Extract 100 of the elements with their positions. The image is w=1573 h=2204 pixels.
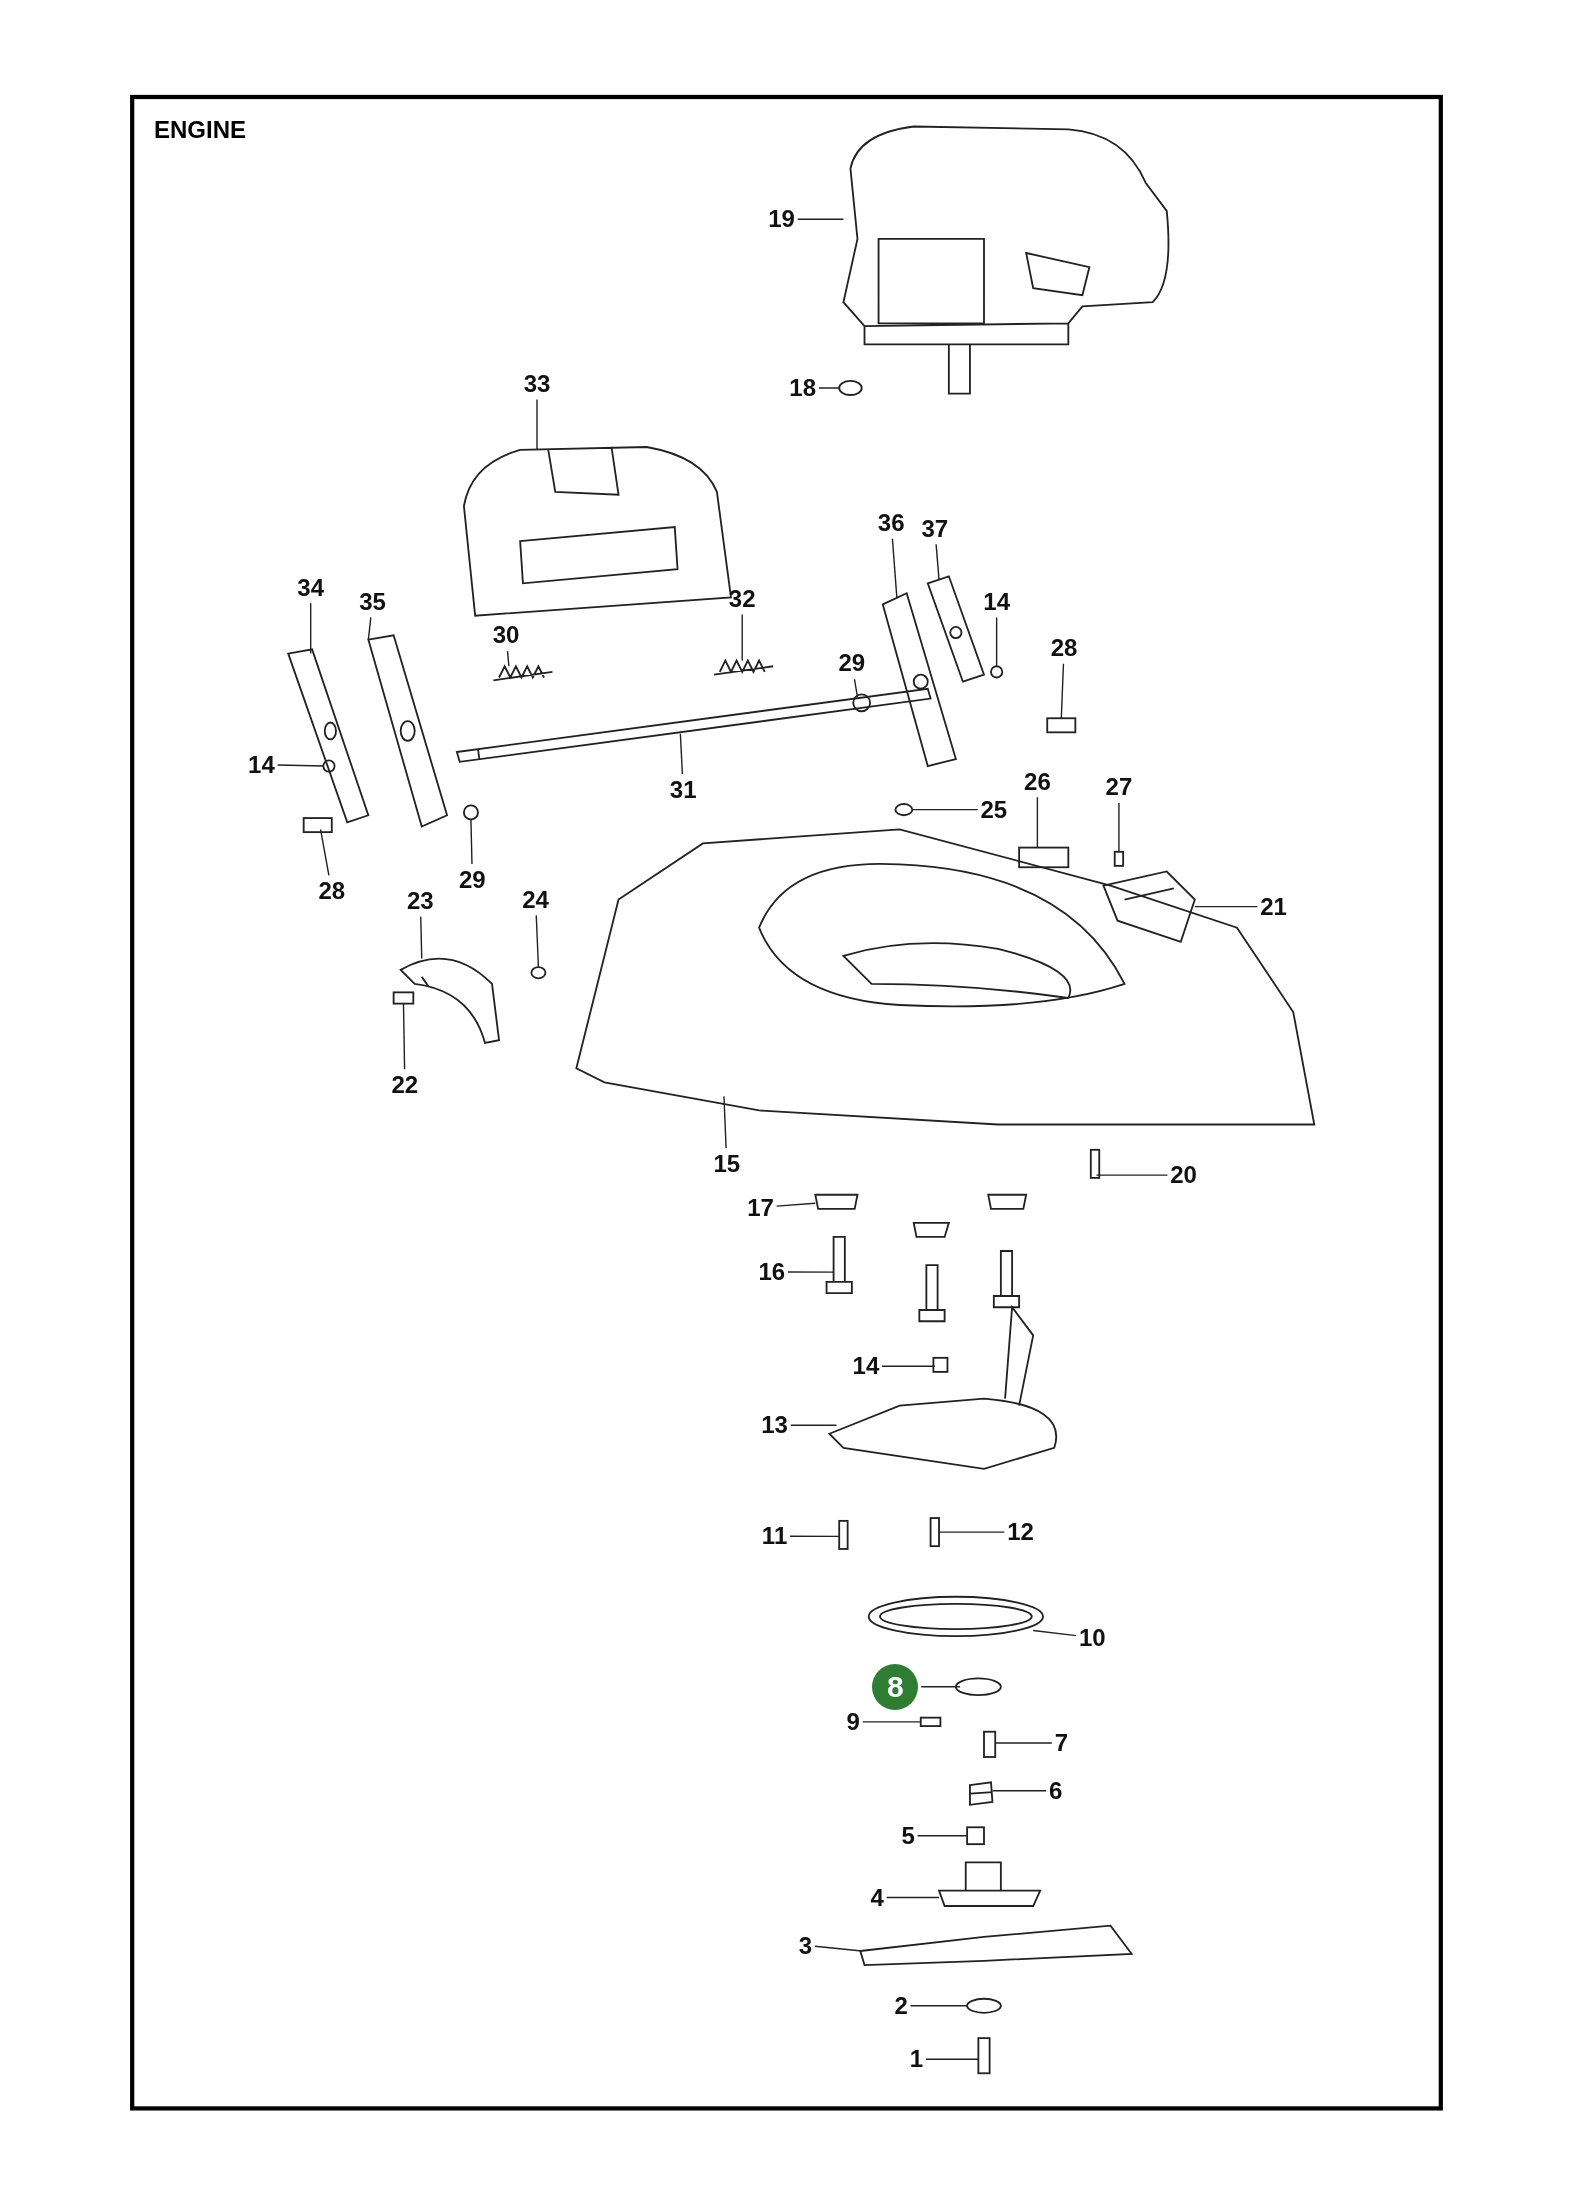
leader-line: [787, 1271, 835, 1273]
leader-line: [1194, 905, 1259, 908]
plate-drawing: [287, 648, 370, 824]
leader-line: [723, 1095, 727, 1149]
callout-number: 1: [909, 2046, 924, 2073]
heading: ENGINE: [154, 116, 246, 144]
callout-number: 26: [1024, 768, 1051, 795]
blade-drawing: [859, 1924, 1134, 1966]
collar-drawing: [969, 1781, 994, 1806]
callout-number: 28: [1050, 635, 1078, 662]
leader-line: [535, 914, 540, 968]
plate-drawing: [367, 634, 448, 828]
nut-symbol: [530, 966, 547, 980]
axle-rod-drawing: [455, 687, 932, 763]
callout-number: 12: [1007, 1519, 1034, 1546]
screw-symbol: [1089, 1148, 1101, 1179]
leader-line: [310, 602, 312, 655]
callout-number: 34: [297, 574, 324, 601]
spring-drawing: [492, 664, 554, 682]
callout-number: 18: [789, 374, 816, 401]
leader-line: [885, 1896, 940, 1899]
bushing-symbol: [894, 803, 914, 817]
leader-line: [790, 1424, 838, 1426]
leader-line: [935, 543, 940, 580]
callout-number: 13: [761, 1412, 788, 1439]
callout-number: 37: [921, 515, 949, 542]
leader-line: [814, 1945, 863, 1952]
leader-line: [536, 398, 538, 451]
leader-line: [1036, 796, 1039, 849]
blade-adapter-drawing: [937, 1861, 1042, 1907]
callout-number: 23: [406, 888, 434, 915]
leader-line: [920, 1686, 961, 1688]
bolt-symbol: [977, 2037, 991, 2075]
washer-symbol: [463, 804, 479, 821]
key-symbol: [919, 1716, 942, 1727]
leader-line: [319, 828, 330, 877]
leader-line: [911, 808, 979, 811]
callout-number: 8: [872, 1663, 919, 1710]
callout-number: 16: [758, 1259, 786, 1286]
callout-number: 28: [318, 878, 346, 905]
callout-number: 31: [669, 777, 697, 803]
screw-symbol: [838, 1519, 849, 1550]
callout-number: 19: [768, 206, 795, 233]
callout-number: 17: [747, 1194, 774, 1221]
callout-number: 29: [838, 650, 866, 677]
callout-number: 10: [1078, 1624, 1106, 1651]
pulley-symbol: [954, 1677, 1002, 1697]
key-symbol: [983, 1730, 997, 1758]
clip-nut-drawing: [814, 1193, 1028, 1238]
callout-number: 15: [713, 1150, 741, 1177]
callout-number: 27: [1105, 774, 1133, 801]
fan-housing-drawing: [828, 1306, 1058, 1470]
callout-number: 21: [1260, 893, 1287, 920]
callout-number: 20: [1170, 1162, 1197, 1189]
callout-number: 36: [877, 509, 905, 536]
leader-line: [1060, 663, 1065, 719]
callout-number: 29: [458, 866, 486, 893]
spacer-symbol: [966, 1826, 985, 1846]
callout-number: 9: [846, 1709, 860, 1735]
bolt-symbol: [302, 817, 333, 834]
leader-line: [775, 1202, 817, 1207]
callout-number: 2: [894, 1992, 908, 2019]
leader-line: [909, 2005, 968, 2007]
spring-drawing: [713, 658, 775, 676]
leader-line: [1095, 1174, 1169, 1176]
callout-number: 25: [980, 796, 1008, 823]
callout-number: 14: [248, 751, 275, 778]
engine-drawing: [842, 125, 1170, 395]
leader-line: [506, 650, 510, 667]
leader-line: [925, 2058, 980, 2060]
long-bolt-drawing: [825, 1236, 1021, 1323]
callout-number: 24: [522, 886, 549, 913]
callout-number: 30: [492, 622, 520, 649]
belt-drawing: [867, 1595, 1044, 1637]
leader-line: [862, 1721, 922, 1723]
leader-line: [916, 1835, 968, 1837]
callout-number: 32: [728, 585, 756, 612]
height-adjuster-drawing: [399, 957, 500, 1044]
leader-line: [891, 538, 898, 599]
leader-line: [938, 1531, 1006, 1533]
leader-line: [789, 1535, 840, 1538]
bolt-symbol: [1046, 717, 1077, 734]
leader-line: [276, 764, 325, 767]
leader-line: [367, 616, 372, 641]
leader-line: [991, 1790, 1047, 1792]
nut-symbol: [990, 665, 1004, 679]
leader-line: [994, 1742, 1053, 1744]
callout-number: 33: [523, 370, 551, 397]
leader-line: [818, 387, 840, 389]
leader-line: [995, 616, 998, 667]
callout-number: 11: [761, 1523, 788, 1550]
leader-line: [1118, 802, 1120, 853]
callout-number: 3: [798, 1932, 813, 1959]
callout-number: 35: [359, 588, 386, 615]
callout-number: 4: [870, 1884, 884, 1911]
mower-deck-drawing: [575, 828, 1316, 1126]
callout-number: 14: [983, 588, 1010, 615]
callout-number: 14: [852, 1353, 880, 1380]
washer-symbol: [966, 1997, 1002, 2014]
lever-drawing: [926, 575, 985, 683]
